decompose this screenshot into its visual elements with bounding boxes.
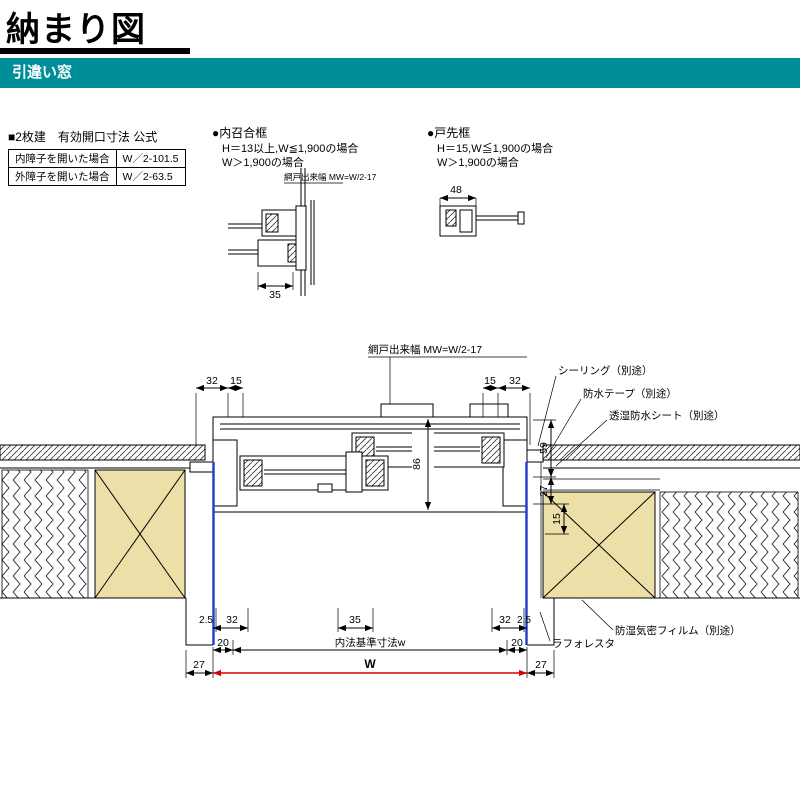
spec-row-value: W／2-101.5: [115, 149, 186, 168]
dim-48-detail: 48: [450, 184, 462, 196]
tosaki-cond2: W＞1,900の場合: [437, 157, 519, 169]
window-frame-section: 86: [212, 403, 528, 513]
top-dimensions: 32 15 15 32: [195, 375, 531, 445]
meeting-stile-cond1: H＝13以上,W≦1,900の場合: [222, 143, 359, 155]
meeting-stile-cond2: W＞1,900の場合: [222, 157, 304, 169]
spec-row: 内障子を開いた場合 W／2-101.5: [8, 149, 186, 168]
spec-heading: ■2枚建 有効開口寸法 公式: [8, 130, 158, 144]
callouts: シーリング（別途） 防水テープ（別途） 透湿防水シート（別途） ラフォレスタ 防…: [537, 364, 741, 650]
page-title: 納まり図: [6, 11, 146, 49]
wall-right: [526, 444, 800, 646]
meeting-stile-heading: ●内召合框: [212, 126, 268, 140]
dim-bottom-27-right: 27: [535, 659, 547, 671]
dim-top-right-15: 15: [484, 375, 496, 387]
meeting-stile-note: 網戸出来幅 MW=W/2-17: [284, 172, 377, 182]
right-dimensions: 59 27 15: [533, 419, 569, 535]
dim-top-left-15: 15: [230, 375, 242, 387]
callout-sheet: 透湿防水シート（別途）: [609, 409, 725, 422]
spec-table: 内障子を開いた場合 W／2-101.5 外障子を開いた場合 W／2-63.5: [8, 149, 186, 186]
callout-sealing: シーリング（別途）: [558, 364, 653, 377]
meeting-interlock: [345, 451, 363, 493]
dim-bottom-20-left: 20: [217, 637, 229, 649]
spec-block: ■2枚建 有効開口寸法 公式 内障子を開いた場合 W／2-101.5 外障子を開…: [8, 128, 186, 186]
insulation-left: [1, 469, 89, 599]
dim-right-15: 15: [551, 513, 563, 525]
dim-right-27: 27: [538, 485, 550, 497]
stud-right: [542, 491, 656, 599]
meeting-stile-block: ●内召合框 H＝13以上,W≦1,900の場合 W＞1,900の場合: [212, 126, 358, 170]
jamb-right: [502, 439, 528, 507]
spec-row-value: W／2-63.5: [115, 167, 186, 186]
dim-top-right-32: 32: [509, 375, 521, 387]
callout-film: 防湿気密フィルム（別途）: [615, 624, 741, 637]
wall-left: [0, 444, 214, 646]
bottom-dimensions: 2.5 32 35 32 2.5 20 内法基準寸法w 20 27 W 27: [185, 608, 555, 678]
jamb-left: [212, 439, 238, 507]
sash-lock: [317, 483, 333, 493]
screen-note-group: 網戸出来幅 MW=W/2-17: [368, 343, 527, 404]
stud-left: [94, 469, 186, 599]
dim-86: 86: [411, 458, 423, 470]
interior-trim-left: [185, 598, 213, 646]
meeting-stile-drawing: 網戸出来幅 MW=W/2-17 35: [228, 168, 377, 301]
tosaki-cond1: H＝15,W≦1,900の場合: [437, 143, 554, 155]
dim-bottom-2-5-right: 2.5: [517, 615, 531, 626]
tosaki-drawing: 48: [439, 184, 525, 237]
tosaki-block: ●戸先框 H＝15,W≦1,900の場合 W＞1,900の場合: [427, 126, 553, 170]
callout-laforesta: ラフォレスタ: [552, 638, 615, 650]
spec-row-label: 外障子を開いた場合: [8, 167, 117, 186]
interior-trim-right: [527, 598, 555, 646]
interior-sash: [239, 455, 389, 491]
dim-naiho-label: 内法基準寸法w: [335, 636, 406, 649]
dim-W-label: W: [364, 657, 376, 671]
dim-bottom-20-right: 20: [511, 637, 523, 649]
section-banner-label: 引違い窓: [12, 64, 73, 81]
section-banner: 引違い窓: [0, 58, 800, 88]
title-underline: [0, 48, 190, 54]
dim-35-detail: 35: [269, 289, 281, 301]
screen-note: 網戸出来幅 MW=W/2-17: [368, 343, 482, 356]
dim-bottom-32-left: 32: [226, 614, 238, 626]
spec-row-label: 内障子を開いた場合: [8, 149, 117, 168]
dim-bottom-35: 35: [349, 614, 361, 626]
dim-top-left-32: 32: [206, 375, 218, 387]
callout-tape: 防水テープ（別途）: [583, 387, 677, 400]
dim-right-59: 59: [538, 442, 550, 454]
insulation-right: [659, 491, 799, 599]
dim-bottom-27-left: 27: [193, 659, 205, 671]
dim-bottom-2-5-left: 2.5: [199, 615, 213, 626]
spec-row: 外障子を開いた場合 W／2-63.5: [8, 167, 186, 186]
tosaki-heading: ●戸先框: [427, 126, 471, 140]
dim-bottom-32-right: 32: [499, 614, 511, 626]
